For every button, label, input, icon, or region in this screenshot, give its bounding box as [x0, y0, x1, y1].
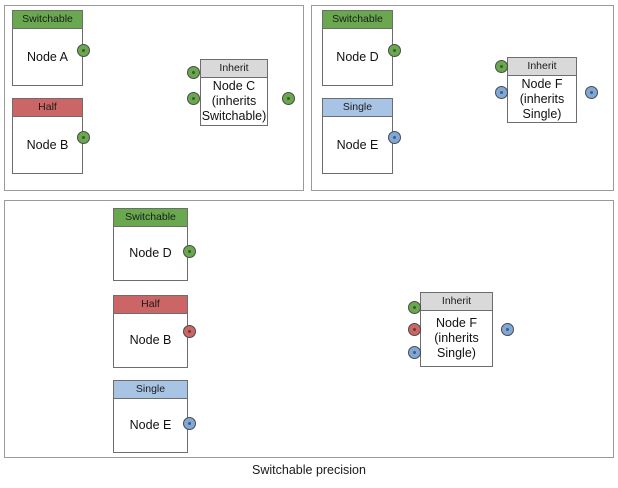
node-e3[interactable]: Single Node E — [113, 380, 188, 453]
node-c-label-2: (inherits — [211, 94, 257, 108]
node-e3-header: Single — [114, 381, 187, 399]
node-e-out-port[interactable] — [388, 131, 401, 144]
node-c[interactable]: Inherit Node C (inherits Switchable) — [200, 59, 268, 126]
node-b-out-port[interactable] — [77, 131, 90, 144]
node-f-in-1-port[interactable] — [495, 60, 508, 73]
node-f3-header: Inherit — [421, 293, 492, 311]
node-e3-body: Node E — [114, 399, 187, 452]
node-d-out-port[interactable] — [388, 44, 401, 57]
node-b-header: Half — [13, 99, 82, 117]
node-e-label: Node E — [336, 137, 379, 152]
node-f-body: Node F (inherits Single) — [508, 76, 576, 122]
node-b-body: Node B — [13, 117, 82, 173]
node-e-header: Single — [323, 99, 392, 117]
node-f3-label-2: (inherits — [434, 331, 479, 345]
node-d-label: Node D — [336, 49, 379, 64]
node-e-body: Node E — [323, 117, 392, 173]
node-f3-label-1: Node F — [436, 316, 477, 330]
node-f-header: Inherit — [508, 58, 576, 76]
node-b3-header: Half — [114, 296, 187, 314]
node-a[interactable]: Switchable Node A — [12, 10, 83, 86]
node-b3-out-port[interactable] — [183, 325, 196, 338]
node-d3-label: Node D — [129, 246, 172, 260]
node-d3-out-port[interactable] — [183, 245, 196, 258]
node-e3-label: Node E — [129, 418, 172, 432]
node-f-out-port[interactable] — [585, 86, 598, 99]
node-e[interactable]: Single Node E — [322, 98, 393, 174]
node-c-in-2-port[interactable] — [187, 92, 200, 105]
node-b3[interactable]: Half Node B — [113, 295, 188, 368]
node-f3[interactable]: Inherit Node F (inherits Single) — [420, 292, 493, 367]
node-b3-body: Node B — [114, 314, 187, 367]
node-c-in-1-port[interactable] — [187, 66, 200, 79]
node-f3-body: Node F (inherits Single) — [421, 311, 492, 366]
node-f[interactable]: Inherit Node F (inherits Single) — [507, 57, 577, 123]
node-b-label: Node B — [26, 137, 69, 152]
node-d-body: Node D — [323, 29, 392, 85]
diagram-caption: Switchable precision — [252, 463, 366, 477]
node-d[interactable]: Switchable Node D — [322, 10, 393, 86]
node-f3-in-1-port[interactable] — [408, 301, 421, 314]
node-f3-in-3-port[interactable] — [408, 346, 421, 359]
node-a-label: Node A — [26, 49, 68, 64]
node-f-in-2-port[interactable] — [495, 86, 508, 99]
node-f3-in-2-port[interactable] — [408, 323, 421, 336]
node-c-label-3: Switchable) — [201, 109, 267, 123]
node-c-label-1: Node C — [212, 79, 256, 93]
node-d3-header: Switchable — [114, 209, 187, 227]
node-a-header: Switchable — [13, 11, 82, 29]
node-c-out-port[interactable] — [282, 92, 295, 105]
panel-3 — [4, 200, 614, 458]
node-d3-body: Node D — [114, 227, 187, 280]
node-f-label-3: Single) — [522, 106, 562, 121]
node-c-header: Inherit — [201, 60, 267, 78]
node-b[interactable]: Half Node B — [12, 98, 83, 174]
node-c-body: Node C (inherits Switchable) — [201, 78, 267, 125]
node-d-header: Switchable — [323, 11, 392, 29]
node-f-label-2: (inherits — [519, 91, 565, 106]
node-f3-out-port[interactable] — [501, 323, 514, 336]
node-f-label-1: Node F — [521, 76, 563, 91]
node-e3-out-port[interactable] — [183, 417, 196, 430]
node-f3-label-3: Single) — [437, 346, 476, 360]
node-a-body: Node A — [13, 29, 82, 85]
node-a-out-port[interactable] — [77, 44, 90, 57]
node-d3[interactable]: Switchable Node D — [113, 208, 188, 281]
node-b3-label: Node B — [129, 333, 172, 347]
